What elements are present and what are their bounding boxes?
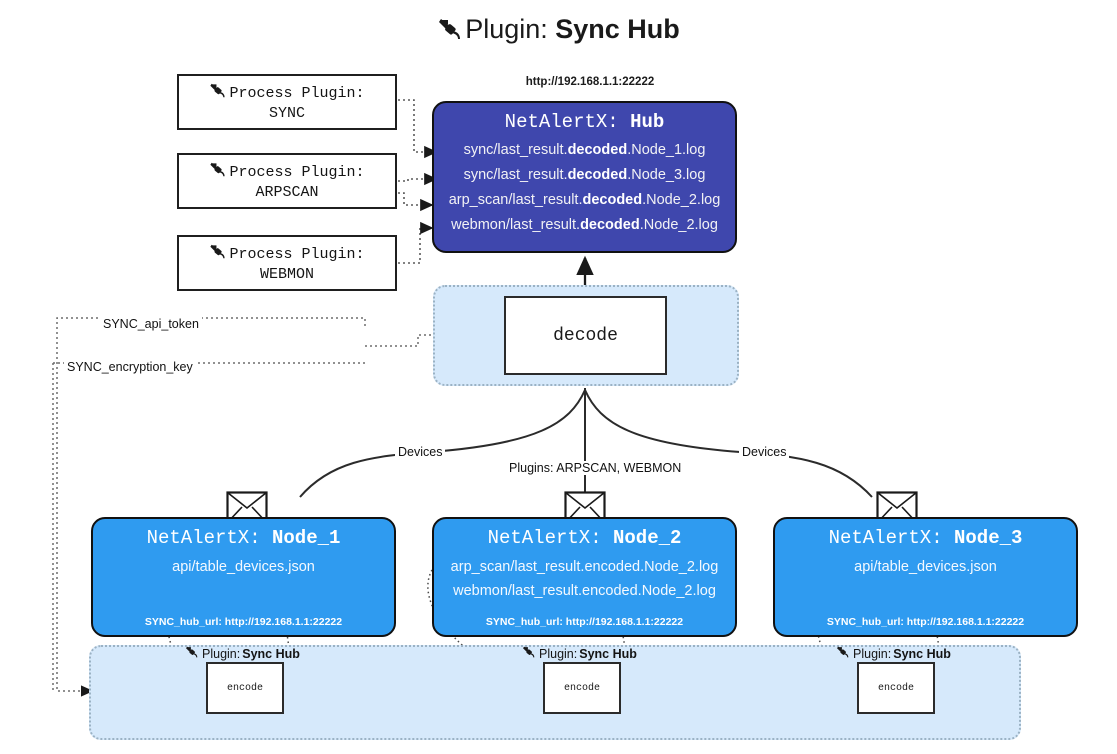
hub-log-line-4: webmon/last_result.decoded.Node_2.log xyxy=(451,216,718,233)
hub-title-name: Hub xyxy=(630,111,665,133)
plug-icon xyxy=(209,243,228,265)
edge-label-devices-left: Devices xyxy=(395,445,446,459)
plug-icon xyxy=(209,82,228,104)
plug-icon xyxy=(209,161,228,183)
hub-log-line-1: sync/last_result.decoded.Node_1.log xyxy=(463,142,706,158)
decode-box[interactable]: decode xyxy=(504,296,667,375)
hub-title-prefix: NetAlertX: xyxy=(504,111,631,133)
node-footer: SYNC_hub_url: http://192.168.1.1:22222 xyxy=(826,616,1025,628)
edge-label-devices-right: Devices xyxy=(739,445,790,459)
plug-icon xyxy=(185,645,200,662)
node-footer: SYNC_hub_url: http://192.168.1.1:22222 xyxy=(485,616,684,628)
plug-icon xyxy=(522,645,537,662)
process-plugin-label: Process Plugin: xyxy=(229,163,365,181)
edge-label-plugins-middle: Plugins: ARPSCAN, WEBMON xyxy=(506,461,685,475)
node-lines: api/table_devices.json xyxy=(93,555,394,579)
encode-caption-2: Plugin: Sync Hub xyxy=(522,645,637,662)
plug-icon xyxy=(437,17,465,48)
node-title: NetAlertX: Node_3 xyxy=(828,527,1023,549)
node-line: arp_scan/last_result.encoded.Node_2.log xyxy=(450,559,719,575)
page-title-prefix: Plugin: xyxy=(465,14,556,44)
node-title: NetAlertX: Node_1 xyxy=(146,527,341,549)
hub-node[interactable]: NetAlertX: Hub sync/last_result.decoded.… xyxy=(432,101,737,253)
hub-url-label: http://192.168.1.1:22222 xyxy=(525,76,655,88)
encode-caption-1: Plugin: Sync Hub xyxy=(185,645,300,662)
process-plugin-label: Process Plugin: xyxy=(229,84,365,102)
page-title-name: Sync Hub xyxy=(555,14,680,44)
node-card-node-1[interactable]: NetAlertX: Node_1 api/table_devices.json… xyxy=(91,517,396,637)
hub-log-line-2: sync/last_result.decoded.Node_3.log xyxy=(463,166,706,183)
process-plugin-sync[interactable]: Process Plugin: SYNC xyxy=(177,74,397,130)
secret-label-api-token: SYNC_api_token xyxy=(100,317,202,331)
node-title: NetAlertX: Node_2 xyxy=(487,527,682,549)
node-card-node-3[interactable]: NetAlertX: Node_3 api/table_devices.json… xyxy=(773,517,1078,637)
plug-icon xyxy=(836,645,851,662)
encode-box-3[interactable]: encode xyxy=(857,662,935,714)
page-title: Plugin: Sync Hub xyxy=(0,14,1117,48)
node-line: api/table_devices.json xyxy=(854,559,997,575)
process-plugin-webmon[interactable]: Process Plugin: WEBMON xyxy=(177,235,397,291)
process-plugin-name: WEBMON xyxy=(259,265,314,283)
hub-title: NetAlertX: Hub xyxy=(434,111,735,133)
encode-caption-3: Plugin: Sync Hub xyxy=(836,645,951,662)
node-card-node-2[interactable]: NetAlertX: Node_2 arp_scan/last_result.e… xyxy=(432,517,737,637)
node-lines: api/table_devices.json xyxy=(775,555,1076,579)
hub-log-line-3: arp_scan/last_result.decoded.Node_2.log xyxy=(448,191,721,208)
process-plugin-arpscan[interactable]: Process Plugin: ARPSCAN xyxy=(177,153,397,209)
process-plugin-name: ARPSCAN xyxy=(255,183,319,201)
node-line: api/table_devices.json xyxy=(172,559,315,575)
process-plugin-label: Process Plugin: xyxy=(229,245,365,263)
encode-box-2[interactable]: encode xyxy=(543,662,621,714)
process-plugin-name: SYNC xyxy=(268,104,305,122)
node-footer: SYNC_hub_url: http://192.168.1.1:22222 xyxy=(144,616,343,628)
encode-box-1[interactable]: encode xyxy=(206,662,284,714)
node-line: webmon/last_result.encoded.Node_2.log xyxy=(453,583,716,600)
secret-label-encryption-key: SYNC_encryption_key xyxy=(64,360,196,374)
node-lines: arp_scan/last_result.encoded.Node_2.log … xyxy=(434,555,735,604)
